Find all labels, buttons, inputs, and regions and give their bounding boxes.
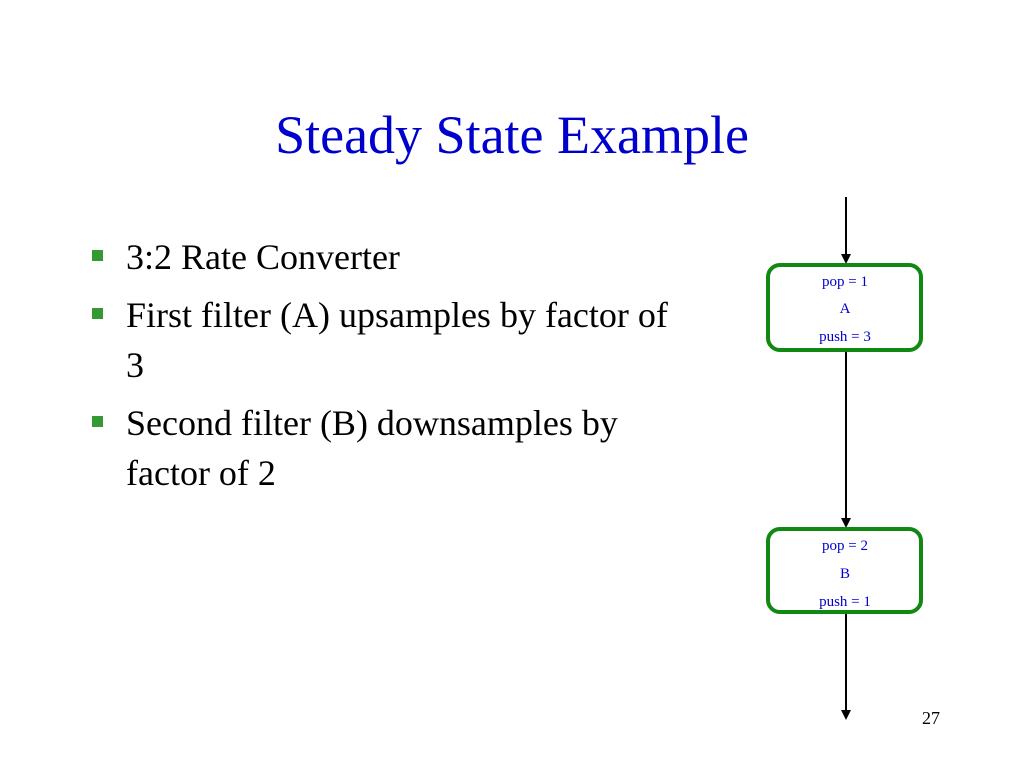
filter-b-pop: pop = 2	[822, 538, 868, 554]
filter-a-box	[766, 263, 923, 352]
bullet-text: Second filter (B) downsamples by factor …	[126, 403, 618, 493]
filter-b-box	[766, 527, 923, 614]
square-bullet-icon	[92, 308, 103, 319]
slide-title: Steady State Example	[275, 105, 749, 165]
bullet-list: 3:2 Rate Converter First filter (A) upsa…	[90, 232, 670, 506]
bullet-item: Second filter (B) downsamples by factor …	[90, 398, 670, 498]
bullet-item: First filter (A) upsamples by factor of …	[90, 290, 670, 390]
bullet-text: 3:2 Rate Converter	[126, 237, 400, 277]
filter-b-push: push = 1	[819, 594, 871, 610]
bullet-text: First filter (A) upsamples by factor of …	[126, 295, 668, 385]
bullet-item: 3:2 Rate Converter	[90, 232, 670, 282]
square-bullet-icon	[92, 250, 103, 261]
page-number: 27	[922, 708, 940, 728]
square-bullet-icon	[92, 416, 103, 427]
filter-a-name: A	[840, 301, 851, 317]
filter-a-push: push = 3	[819, 329, 871, 345]
filter-a-pop: pop = 1	[822, 274, 868, 290]
filter-b-name: B	[840, 566, 850, 582]
